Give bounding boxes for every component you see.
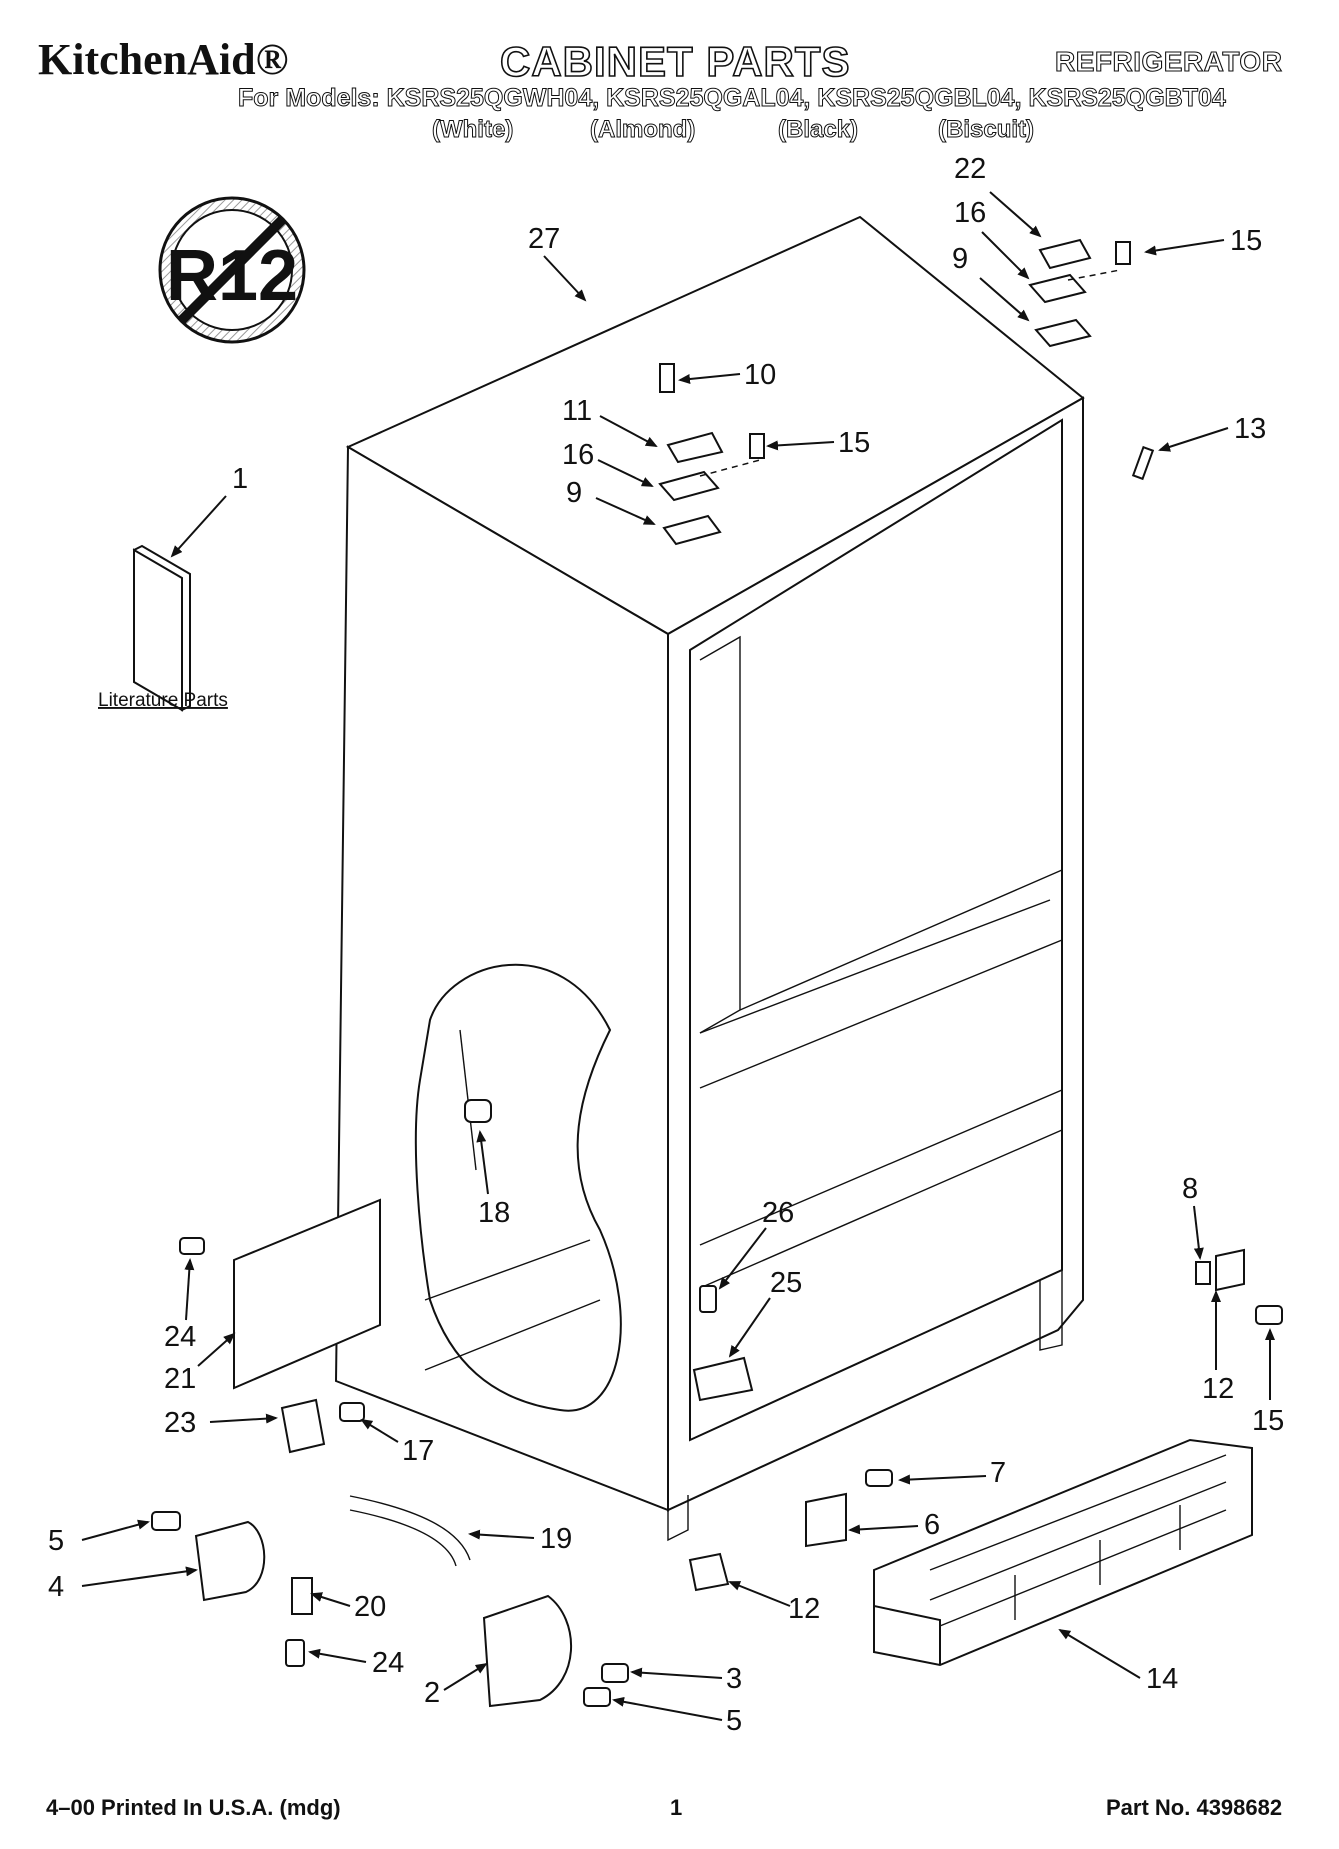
callout-labels: 27 22 16 15 9 10 11 16 15 9 13 1 18 26 2…: [48, 153, 1284, 1737]
small-hardware: [151, 445, 1283, 1708]
callout-12: 12: [1202, 1373, 1234, 1405]
callout-20: 20: [354, 1591, 386, 1623]
callout-9: 9: [566, 477, 582, 509]
callout-27: 27: [528, 223, 560, 255]
leader-arrows: [81, 191, 1275, 1721]
color-white: (White): [431, 116, 514, 144]
callout-10: 10: [744, 359, 776, 391]
callout-18: 18: [478, 1197, 510, 1229]
callout-5: 5: [48, 1525, 64, 1557]
callout-16: 16: [562, 439, 594, 471]
callout-8: 8: [1182, 1173, 1198, 1205]
callout-17: 17: [402, 1435, 434, 1467]
literature-booklet: [132, 544, 191, 712]
callout-2: 2: [424, 1677, 440, 1709]
callout-13: 13: [1234, 413, 1266, 445]
callout-22: 22: [954, 153, 986, 185]
callout-19: 19: [540, 1523, 572, 1555]
literature-parts-label: Literature Parts: [98, 690, 228, 711]
callout-12: 12: [788, 1593, 820, 1625]
callout-15: 15: [838, 427, 870, 459]
callout-25: 25: [770, 1267, 802, 1299]
upper-center-hinge: [658, 363, 765, 546]
callout-15: 15: [1230, 225, 1262, 257]
color-biscuit: (Biscuit): [938, 116, 1035, 144]
part-number: Part No. 4398682: [1106, 1795, 1283, 1820]
callout-26: 26: [762, 1197, 794, 1229]
product-type: REFRIGERATOR: [1054, 45, 1283, 77]
page-number: 1: [670, 1795, 683, 1820]
cabinet-shell: [334, 215, 1085, 1542]
upper-right-hinge: [1028, 238, 1131, 348]
callout-1: 1: [232, 463, 248, 495]
base-grille: [873, 1438, 1253, 1667]
callout-7: 7: [990, 1457, 1006, 1489]
callout-9: 9: [952, 243, 968, 275]
callout-5: 5: [726, 1705, 742, 1737]
page-title: CABINET PARTS: [499, 37, 851, 86]
color-almond: (Almond): [589, 116, 696, 144]
callout-11: 11: [562, 395, 592, 427]
callout-4: 4: [48, 1571, 64, 1603]
print-info: 4–00 Printed In U.S.A. (mdg): [46, 1795, 341, 1820]
no-r12-badge: R12: [158, 196, 306, 344]
callout-15: 15: [1252, 1405, 1284, 1437]
brand-logo: KitchenAid®: [38, 35, 289, 84]
callout-23: 23: [164, 1407, 196, 1439]
callout-24: 24: [372, 1647, 404, 1679]
callout-21: 21: [164, 1363, 196, 1395]
model-list: For Models: KSRS25QGWH04, KSRS25QGAL04, …: [238, 84, 1227, 113]
color-black: (Black): [777, 116, 859, 144]
callout-14: 14: [1146, 1663, 1178, 1695]
callout-24: 24: [164, 1321, 196, 1353]
callout-3: 3: [726, 1663, 742, 1695]
callout-16: 16: [954, 197, 986, 229]
callout-6: 6: [924, 1509, 940, 1541]
